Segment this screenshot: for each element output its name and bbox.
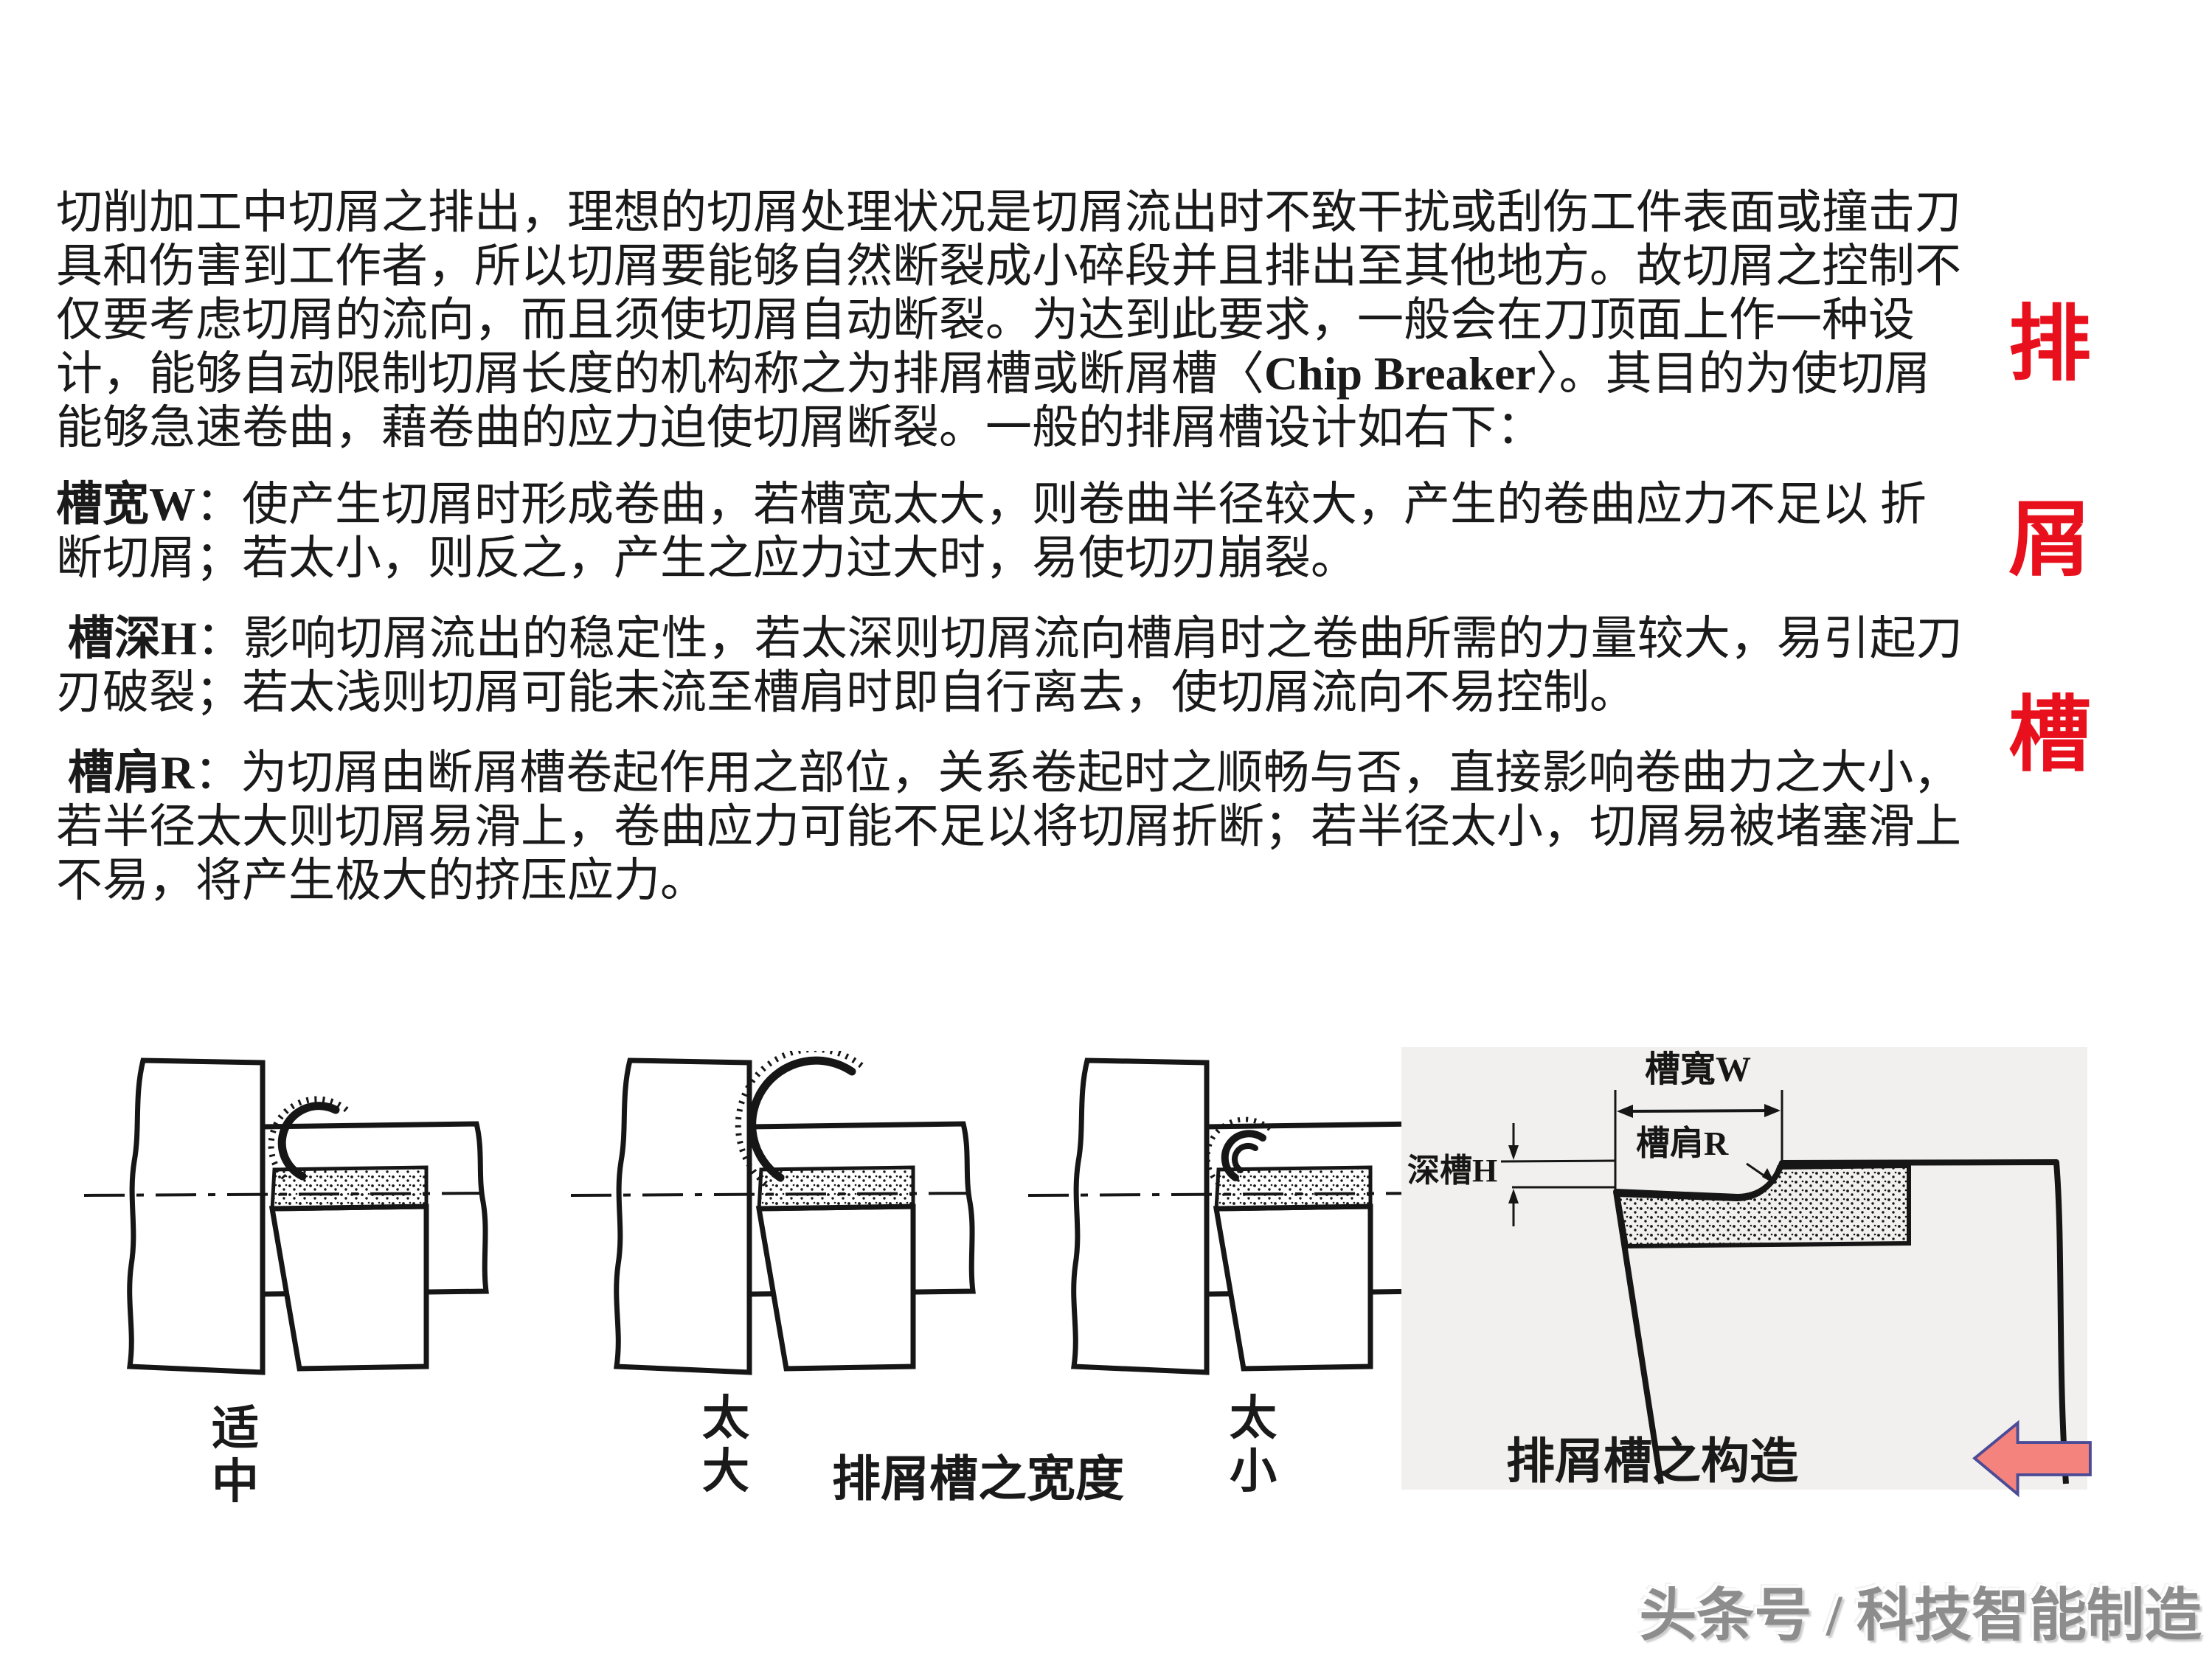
depth-dimension: 深槽H bbox=[1407, 1123, 1616, 1226]
intro-line: 计，能够自动限制切屑长度的机构称之为排屑槽或断屑槽〈Chip Breaker〉。… bbox=[56, 348, 1931, 400]
intro-line: 仅要考虑切屑的流向，而且须使切屑自动断裂。为达到此要求，一般会在刀顶面上作一种设 bbox=[56, 294, 1915, 346]
caption-too-small: 太小 bbox=[1230, 1392, 1277, 1498]
tool-shape bbox=[755, 1203, 916, 1372]
intro-line: 切削加工中切屑之排出，理想的切屑处理状况是切屑流出时不致干扰或刮伤工件表面或撞击… bbox=[56, 187, 1961, 238]
diagram-chip-breaker-construction: 槽寬W 槽肩R 深槽H bbox=[1401, 1047, 2087, 1490]
groove-shoulder-paragraph: 槽肩R：为切屑由断屑槽卷起作用之部位，关系卷起时之顺畅与否，直接影响卷曲力之大小… bbox=[56, 747, 1961, 906]
workpiece-block-shape bbox=[126, 1057, 266, 1375]
scan-background bbox=[1401, 1047, 2087, 1490]
left-arrow-icon bbox=[1972, 1420, 2092, 1498]
intro-line: 具和伤害到工作者，所以切屑要能够自然断裂成小碎段并且排出至其他地方。故切屑之控制… bbox=[56, 240, 1961, 292]
dim-label-groove-width: 槽寬W bbox=[1645, 1050, 1751, 1089]
workpiece-block-shape bbox=[1070, 1057, 1210, 1375]
chip-curl-shape bbox=[735, 1051, 864, 1188]
groove-width-label: 槽宽W bbox=[56, 479, 195, 530]
chip-layer-shape bbox=[270, 1165, 429, 1212]
caption-moderate: 适中 bbox=[212, 1403, 259, 1508]
chip-curl-shape bbox=[268, 1096, 349, 1184]
caption-too-wide: 太大 bbox=[702, 1392, 749, 1498]
groove-depth-paragraph: 槽深H：影响切屑流出的稳定性，若太深则切屑流向槽肩时之卷曲所需的力量较大，易引起… bbox=[56, 613, 1963, 718]
tool-shape bbox=[268, 1203, 429, 1372]
groove-shoulder-label: 槽肩R bbox=[56, 747, 195, 799]
diagram-groove-width-too-small bbox=[1027, 1057, 1436, 1375]
workpiece-block-shape bbox=[613, 1057, 752, 1375]
watermark: 头条号 / 科技智能制造 bbox=[1639, 1583, 2202, 1647]
caption-groove-width-title: 排屑槽之宽度 bbox=[832, 1453, 1124, 1507]
intro-paragraph: 切削加工中切屑之排出，理想的切屑处理状况是切屑流出时不致干扰或刮伤工件表面或撞击… bbox=[56, 186, 2003, 455]
chip-breaker-term: Chip Breaker bbox=[1264, 348, 1536, 400]
caption-construction-title: 排屑槽之构造 bbox=[1506, 1435, 1798, 1489]
centerline bbox=[1027, 1192, 1436, 1197]
groove-depth-label: 槽深H bbox=[56, 613, 197, 664]
width-dimension: 槽寬W bbox=[1614, 1050, 1783, 1189]
groove-width-paragraph: 槽宽W：使产生切屑时形成卷曲，若槽宽太大，则卷曲半径较大，产生的卷曲应力不足以 … bbox=[56, 479, 1927, 584]
shoulder-dimension: 槽肩R bbox=[1636, 1125, 1775, 1184]
dim-label-groove-depth: 深槽H bbox=[1407, 1153, 1497, 1189]
page-title-vertical: 排屑槽 bbox=[2008, 299, 2091, 782]
tool-shape bbox=[1213, 1203, 1373, 1372]
groove-stipple-shape bbox=[1615, 1163, 1911, 1249]
centerline bbox=[83, 1192, 492, 1197]
intro-line: 能够急速卷曲，藉卷曲的应力迫使切屑断裂。一般的排屑槽设计如右下： bbox=[56, 402, 1543, 454]
chip-curl-shape bbox=[1204, 1116, 1272, 1187]
dim-label-groove-shoulder: 槽肩R bbox=[1636, 1125, 1729, 1162]
chip-layer-shape bbox=[1214, 1165, 1373, 1212]
chip-layer-shape bbox=[757, 1165, 915, 1212]
centerline bbox=[570, 1192, 979, 1197]
diagram-groove-width-too-wide bbox=[570, 1051, 979, 1375]
diagram-groove-width-moderate bbox=[83, 1057, 492, 1375]
